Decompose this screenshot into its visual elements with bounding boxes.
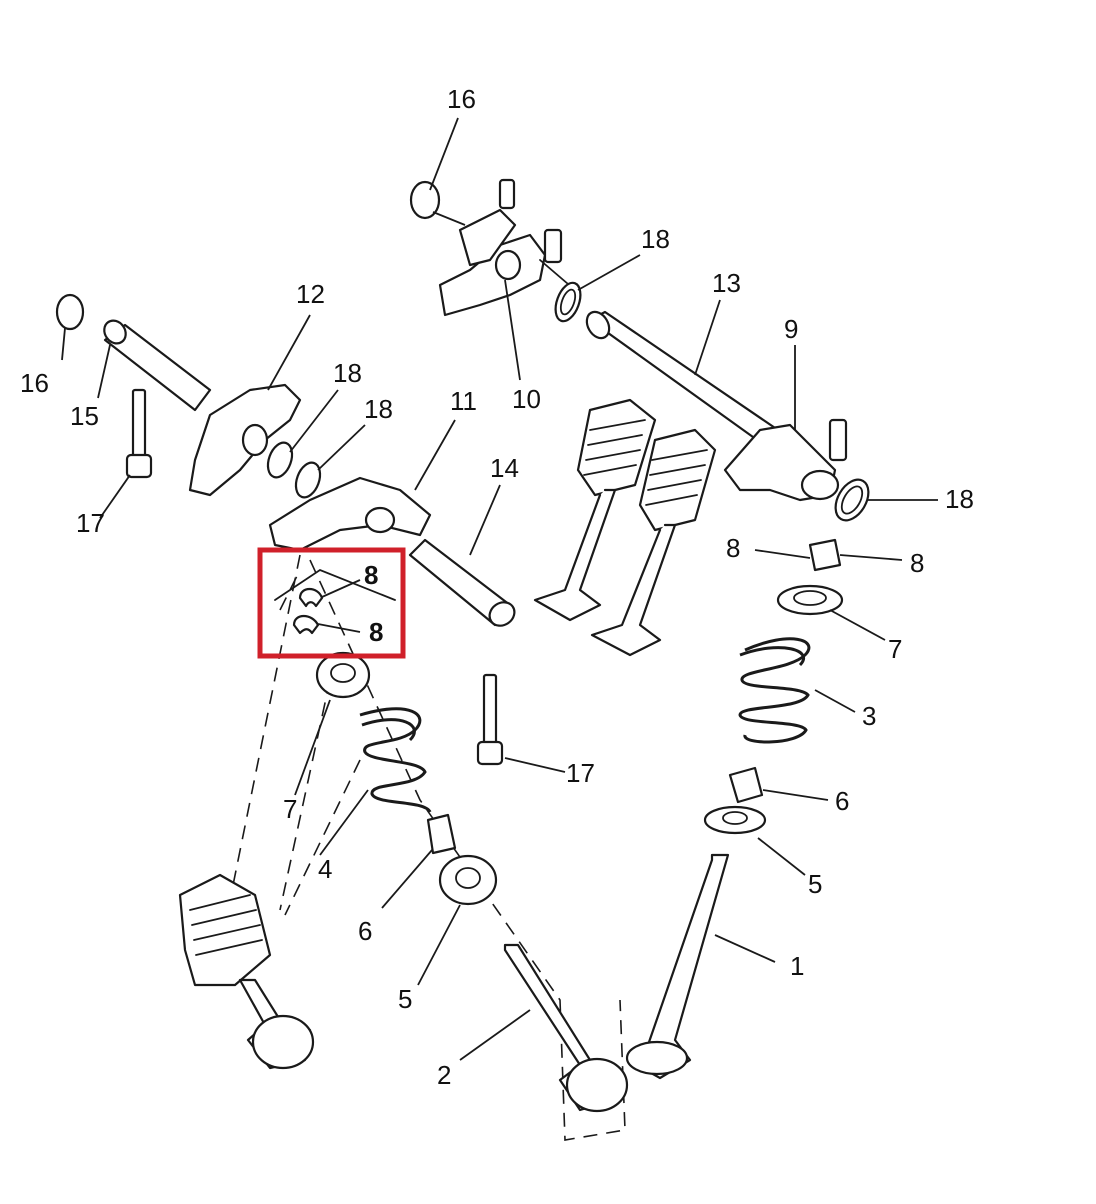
bolt-17-left (125, 388, 153, 479)
label-part-6-left: 6 (358, 916, 372, 946)
label-part-11: 11 (450, 386, 477, 416)
label-part-18-right: 18 (945, 484, 974, 514)
label-part-1: 1 (790, 951, 804, 981)
label-part-17-left: 17 (76, 508, 105, 538)
bolt-17-centre (476, 673, 504, 766)
collet-8-right (808, 538, 842, 572)
label-part-3: 3 (862, 701, 876, 731)
pin-15 (103, 319, 212, 412)
label-part-4: 4 (318, 854, 332, 884)
seal-6-left (426, 813, 457, 855)
label-part-8-box-bottom: 8 (369, 617, 383, 647)
part-labels: 1 2 3 4 5 5 6 6 7 7 8 8 8 8 9 10 11 12 1… (20, 84, 974, 1090)
seat-5-right (703, 805, 767, 835)
label-part-6-right: 6 (835, 786, 849, 816)
washer-18-left-b (294, 461, 322, 499)
label-part-8-box-top: 8 (364, 560, 378, 590)
leader-lines (61, 117, 938, 1061)
label-part-15: 15 (70, 401, 99, 431)
label-part-14: 14 (490, 453, 519, 483)
label-part-5-right: 5 (808, 869, 822, 899)
label-part-7-right: 7 (888, 634, 902, 664)
assembly-guide-lines (229, 554, 626, 1141)
o-ring-16-left (55, 293, 85, 331)
label-part-2: 2 (437, 1060, 451, 1090)
highlight-box (257, 547, 406, 659)
rocker-arm-12 (188, 383, 302, 497)
rocker-arm-9 (723, 418, 848, 502)
label-part-18-left-a: 18 (333, 358, 362, 388)
tappet-lower-left (178, 873, 315, 1070)
label-part-17-centre: 17 (566, 758, 595, 788)
label-part-18-left-b: 18 (364, 394, 393, 424)
retainer-7-right (776, 584, 844, 616)
spring-4 (359, 707, 432, 813)
washer-18-right (834, 478, 870, 522)
tappet-upper-b (590, 428, 717, 657)
label-part-5-left: 5 (398, 984, 412, 1014)
label-part-13: 13 (712, 268, 741, 298)
label-part-10: 10 (512, 384, 541, 414)
rocker-shaft-14 (408, 538, 516, 627)
rocker-shaft-13 (585, 310, 802, 462)
washer-18-top (554, 281, 582, 323)
label-part-7-left: 7 (283, 794, 297, 824)
o-ring-16-top (409, 180, 441, 220)
rocker-arm-10 (438, 178, 576, 317)
seal-6-right (728, 766, 764, 804)
label-part-16-left: 16 (20, 368, 49, 398)
spring-3 (738, 637, 811, 744)
label-part-12: 12 (296, 279, 325, 309)
label-part-8-right-b: 8 (910, 548, 924, 578)
label-part-18-top: 18 (641, 224, 670, 254)
label-part-8-right-a: 8 (726, 533, 740, 563)
rocker-arm-11 (268, 476, 432, 552)
label-part-16-top: 16 (447, 84, 476, 114)
valve-1 (625, 853, 730, 1080)
retainer-7-left (315, 651, 371, 699)
tappet-upper-a (533, 398, 657, 622)
seat-5-left (438, 854, 498, 906)
washer-18-left-a (266, 441, 294, 479)
valve-2 (503, 943, 629, 1113)
label-part-9: 9 (784, 314, 798, 344)
